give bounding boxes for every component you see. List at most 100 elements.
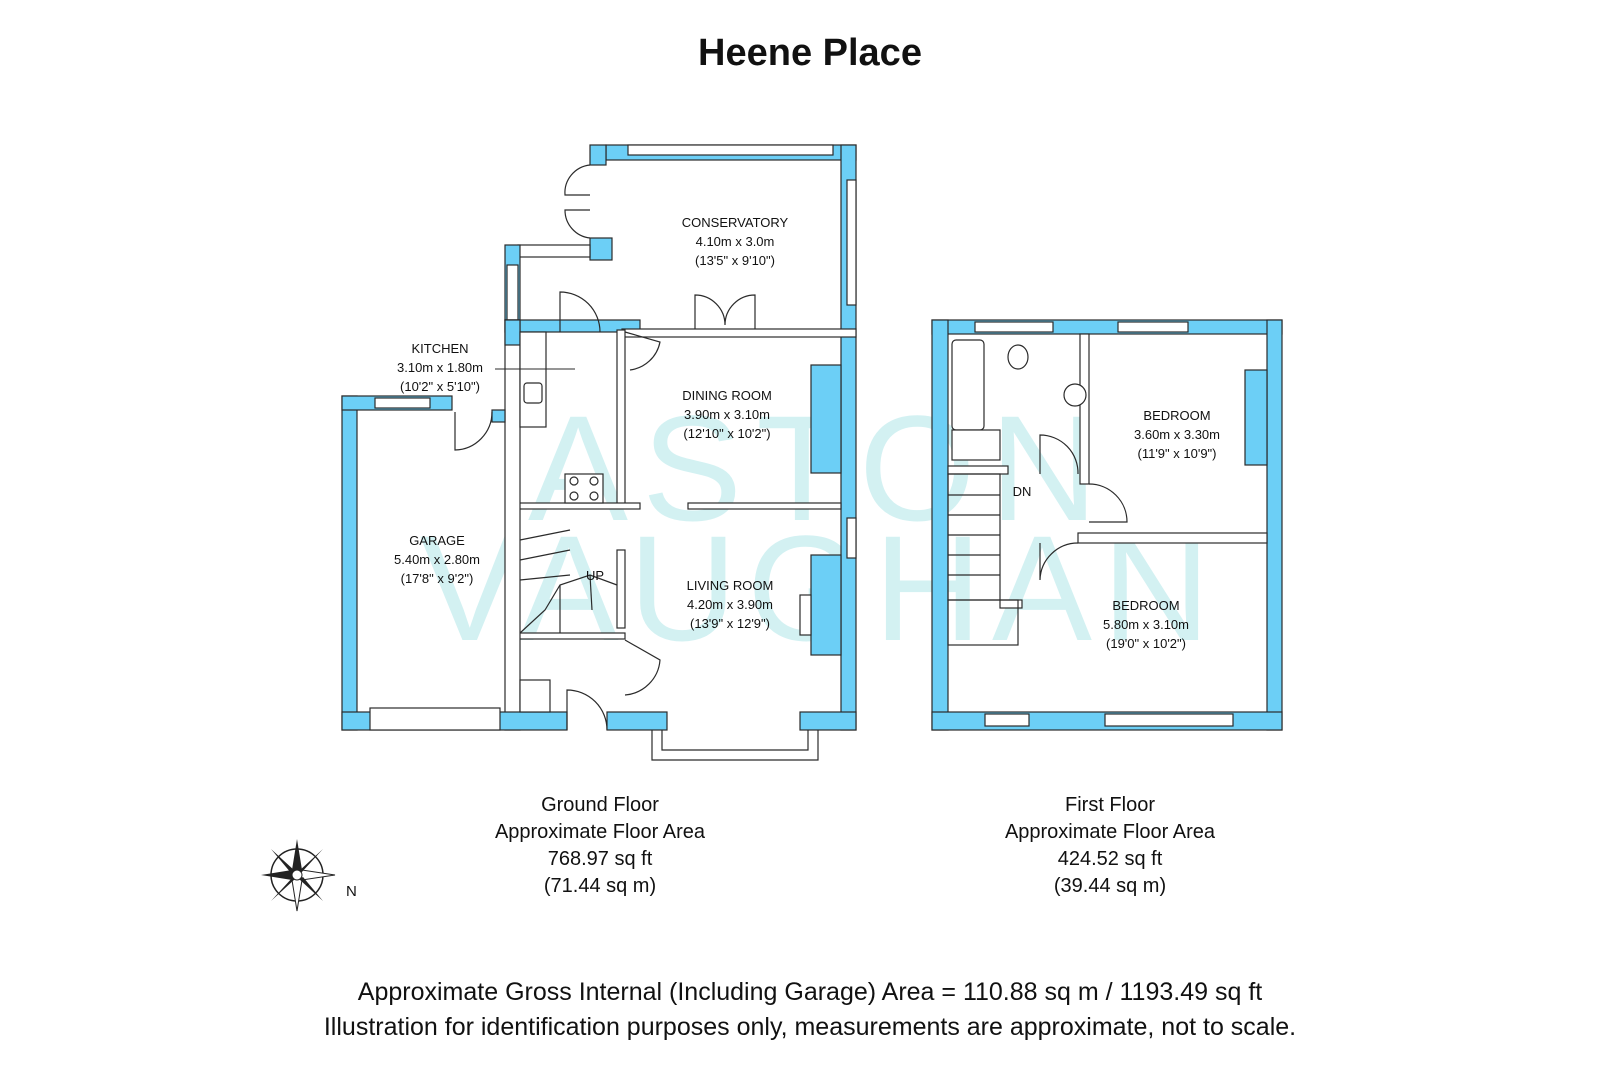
ff-chimney: [1244, 369, 1268, 466]
dining-name: DINING ROOM: [682, 388, 772, 403]
living-name: LIVING ROOM: [687, 578, 774, 593]
cloak-cupboard: [519, 679, 551, 713]
wall-dining-top: [621, 328, 857, 338]
garage-wall-left: [341, 395, 358, 731]
conservatory-wall-lower-left: [589, 237, 613, 261]
stairs-up-label: UP: [586, 568, 604, 583]
kitchen-counter: [519, 331, 547, 428]
wall-front-left: [606, 711, 668, 731]
wall-dining-living: [687, 502, 842, 510]
kitchen-window-left: [506, 264, 519, 321]
first-floor-sqm: (39.44 sq m): [1053, 875, 1167, 897]
dining-door: [624, 331, 661, 371]
conservatory-name: CONSERVATORY: [682, 215, 789, 230]
ff-window-bottom-1: [984, 713, 1030, 727]
kitchen-sink: [523, 382, 543, 404]
chimney-breast-living: [810, 554, 842, 656]
dining-double-door: [694, 294, 756, 329]
wall-front-right: [799, 711, 857, 731]
conservatory-window-top: [627, 144, 834, 156]
ff-basin: [1063, 383, 1087, 407]
garage-wall-top-right: [491, 409, 506, 423]
dining-metric: 3.90m x 3.10m: [684, 407, 770, 422]
hob-ring-4: [589, 491, 599, 501]
ff-wall-landing-left: [999, 599, 1023, 609]
living-imperial: (13'9" x 12'9"): [690, 616, 770, 631]
chimney-breast-dining: [810, 364, 842, 474]
wall-house-left-blue: [504, 319, 521, 346]
stairs-down-label: DN: [1013, 484, 1032, 499]
ff-wall-bed1-bed2: [1077, 532, 1268, 544]
hob-ring-2: [589, 476, 599, 486]
ground-floor-plan: [341, 144, 857, 761]
ff-bed2-door: [1039, 542, 1079, 581]
ground-floor-sqft: 768.97 sq ft: [547, 848, 653, 870]
ff-wall-bath-bedroom: [1079, 333, 1090, 485]
garage-side-door: [454, 411, 493, 451]
conservatory-door-left2: [564, 209, 591, 239]
living-radiator: [799, 594, 812, 636]
ff-wall-right: [1266, 319, 1283, 731]
stairs-ground: [519, 529, 618, 634]
bedroom1-imperial: (11'9" x 10'9"): [1138, 446, 1217, 461]
garage-imperial: (17'8" x 9'2"): [401, 571, 474, 586]
ground-floor-summary: Ground Floor Approximate Floor Area 768.…: [430, 792, 770, 900]
plan-title: Heene Place: [698, 32, 922, 74]
ff-bath-door: [1039, 434, 1079, 475]
hob-ring-3: [569, 491, 579, 501]
ff-cupboard: [951, 429, 1001, 461]
conservatory-imperial: (13'5" x 9'10"): [695, 253, 775, 268]
ff-window-bottom-2: [1104, 713, 1234, 727]
bedroom1-metric: 3.60m x 3.30m: [1134, 427, 1220, 442]
ff-bed1-door: [1088, 483, 1128, 523]
first-floor-summary: First Floor Approximate Floor Area 424.5…: [940, 792, 1280, 900]
ff-toilet: [1007, 344, 1029, 370]
conservatory-door-left: [564, 164, 591, 196]
compass-icon: [261, 839, 336, 912]
ff-window-top-2: [1117, 321, 1189, 333]
ground-floor-sqm: (71.44 sq m): [543, 875, 657, 897]
first-floor-area-label: Approximate Floor Area: [1004, 821, 1216, 843]
bedroom2-metric: 5.80m x 3.10m: [1103, 617, 1189, 632]
bedroom2-name: BEDROOM: [1112, 598, 1179, 613]
kitchen-hob: [564, 473, 604, 504]
hob-ring-1: [569, 476, 579, 486]
conservatory-window-left: [517, 244, 591, 258]
ground-floor-name: Ground Floor: [541, 794, 659, 816]
ff-bath: [951, 339, 985, 431]
bay-window: [651, 730, 819, 761]
wall-stair-right: [616, 549, 626, 629]
garage-door: [369, 707, 501, 731]
bedroom1-name: BEDROOM: [1143, 408, 1210, 423]
first-floor-labels: DN BEDROOM 3.60m x 3.30m (11'9" x 10'9")…: [1013, 408, 1220, 651]
dining-imperial: (12'10" x 10'2"): [683, 426, 770, 441]
gross-area-footer: Approximate Gross Internal (Including Ga…: [357, 978, 1263, 1006]
wall-kitchen-stairs: [517, 502, 641, 510]
conservatory-wall-left: [589, 144, 607, 166]
disclaimer-footer: Illustration for identification purposes…: [323, 1013, 1297, 1041]
compass-north-label: N: [346, 883, 357, 900]
stairs-first: [947, 473, 1019, 646]
ff-wall-bath-bottom: [947, 465, 1009, 475]
garage-name: GARAGE: [409, 533, 465, 548]
living-window-right: [846, 517, 857, 559]
ground-floor-labels: CONSERVATORY 4.10m x 3.0m (13'5" x 9'10"…: [394, 215, 789, 631]
first-floor-name: First Floor: [1065, 794, 1155, 816]
wall-dining-left: [616, 329, 626, 506]
garage-window-top: [374, 397, 431, 409]
kitchen-imperial: (10'2" x 5'10"): [400, 379, 480, 394]
conservatory-metric: 4.10m x 3.0m: [696, 234, 775, 249]
front-door: [566, 689, 608, 731]
wall-hall-top: [517, 632, 626, 640]
bedroom2-imperial: (19'0" x 10'2"): [1106, 636, 1186, 651]
kitchen-name: KITCHEN: [411, 341, 468, 356]
kitchen-metric: 3.10m x 1.80m: [397, 360, 483, 375]
ff-window-top-1: [974, 321, 1054, 333]
first-floor-plan: [931, 319, 1283, 731]
conservatory-window-right: [846, 179, 857, 306]
first-floor-sqft: 424.52 sq ft: [1057, 848, 1163, 870]
ground-floor-area-label: Approximate Floor Area: [494, 821, 706, 843]
kitchen-door: [559, 291, 601, 333]
living-metric: 4.20m x 3.90m: [687, 597, 773, 612]
